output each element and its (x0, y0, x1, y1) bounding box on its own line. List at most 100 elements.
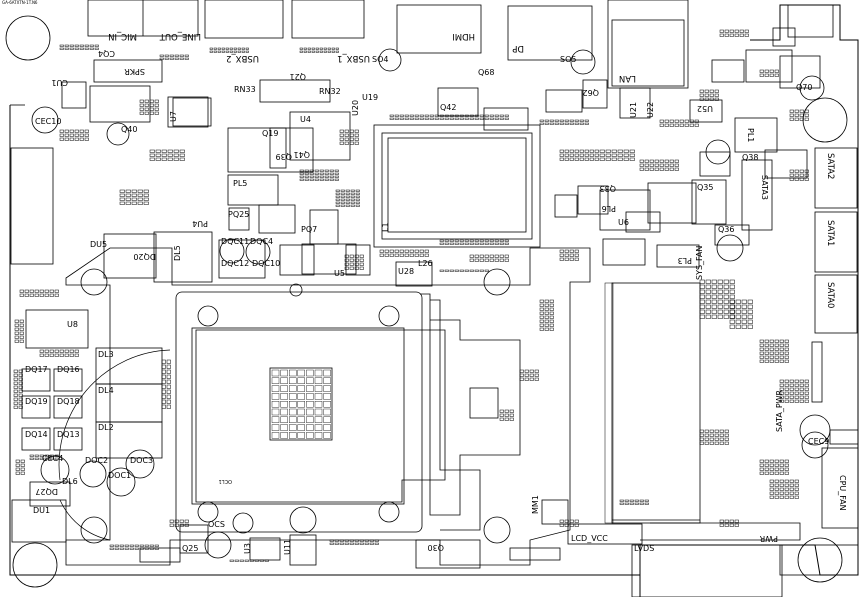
smd-pad (789, 483, 794, 487)
cpu-pad (289, 416, 297, 423)
smd-pad (617, 157, 623, 161)
smd-pad (454, 239, 459, 242)
smd-pad (634, 499, 639, 502)
ref-u8: U8 (67, 320, 78, 329)
smd-pad (617, 149, 623, 153)
smd-pad (723, 284, 729, 289)
smd-pad (574, 157, 579, 161)
smd-pad (559, 157, 564, 161)
smd-pad (179, 153, 185, 157)
smd-pad (184, 57, 189, 60)
smd-pad (335, 201, 340, 204)
smd-pad (350, 204, 355, 207)
smd-pad (789, 109, 794, 113)
smd-pad (350, 192, 355, 195)
smd-pad (349, 539, 354, 542)
smd-pad (309, 172, 314, 175)
smd-pad (299, 178, 304, 181)
smd-pad (784, 339, 789, 343)
smd-pad (489, 239, 494, 242)
sata1-connector (814, 211, 858, 273)
smd-pad (149, 111, 154, 115)
smd-pad (599, 149, 605, 153)
ref-pu4: PU4 (192, 219, 208, 228)
smd-pad (355, 192, 360, 195)
smd-pad (564, 519, 569, 523)
smd-pad (474, 117, 479, 120)
smd-pad (499, 242, 504, 245)
smd-pad (769, 73, 774, 77)
smd-pad (769, 347, 774, 351)
smd-pad (784, 467, 789, 471)
smd-pad (245, 47, 249, 50)
smd-pad (329, 175, 334, 178)
smd-pad (764, 347, 769, 351)
ref-u3: U3 (243, 543, 252, 554)
smd-pad (424, 114, 429, 117)
smd-pad (729, 294, 735, 299)
ref-ocs: OCS (208, 520, 225, 529)
smd-pad (169, 57, 174, 60)
cpu-pad (306, 401, 314, 408)
smd-pad (143, 201, 149, 205)
smd-pad (119, 544, 124, 547)
smd-pad (669, 163, 674, 167)
ref-q19: Q19 (262, 129, 278, 138)
smd-pad (769, 69, 774, 73)
smd-pad (779, 383, 784, 387)
cpu-pad (280, 385, 288, 392)
ref-q25: Q25 (182, 544, 198, 553)
smd-pad (759, 471, 764, 475)
smd-pad (164, 54, 169, 57)
smd-pad (13, 393, 18, 397)
smd-pad (344, 137, 349, 141)
smd-pad (109, 544, 114, 547)
hdmi-label: HDMI (452, 31, 475, 41)
smd-pad (474, 254, 479, 258)
smd-pad (20, 467, 25, 471)
smd-pad (79, 137, 84, 141)
ref-dq14: DQ14 (25, 430, 48, 439)
smd-pad (14, 339, 19, 343)
smd-pad (354, 542, 359, 545)
smd-pad (69, 137, 74, 141)
smd-pad (354, 133, 359, 137)
smd-pad (49, 349, 54, 353)
dp-label: DP (512, 43, 524, 53)
smd-pad (19, 327, 24, 331)
smd-pad (335, 192, 340, 195)
smd-pad (735, 319, 741, 324)
smd-pad (704, 93, 709, 97)
lvds-label: LVDS (634, 544, 654, 553)
smd-pad (579, 119, 584, 122)
smd-pad (94, 44, 99, 47)
smd-pad (544, 303, 549, 307)
smd-pad (729, 523, 734, 527)
smd-pad (774, 479, 779, 483)
cpu-pad (323, 401, 331, 408)
smd-pad (789, 391, 794, 395)
smd-pad (350, 189, 355, 192)
smd-pad (459, 114, 464, 117)
cpu-socket-frame (175, 291, 423, 533)
smd-pad (629, 149, 635, 153)
smd-pad (774, 73, 779, 77)
smd-pad (804, 391, 809, 395)
smd-pad (161, 404, 166, 409)
smd-pad (166, 364, 171, 369)
smd-pad (714, 441, 719, 445)
smd-pad (789, 177, 794, 181)
smd-pad (119, 189, 125, 193)
smd-pad (804, 387, 809, 391)
smd-pad (664, 119, 669, 123)
smd-pad (564, 257, 569, 261)
ref-dq20: DQ20 (133, 252, 156, 261)
smd-pad (724, 29, 729, 33)
smd-pad (221, 50, 225, 53)
smd-pad (705, 294, 711, 299)
smd-pad (747, 304, 753, 309)
smd-pad (779, 491, 784, 495)
smd-pad (464, 117, 469, 120)
smd-pad (18, 385, 23, 389)
